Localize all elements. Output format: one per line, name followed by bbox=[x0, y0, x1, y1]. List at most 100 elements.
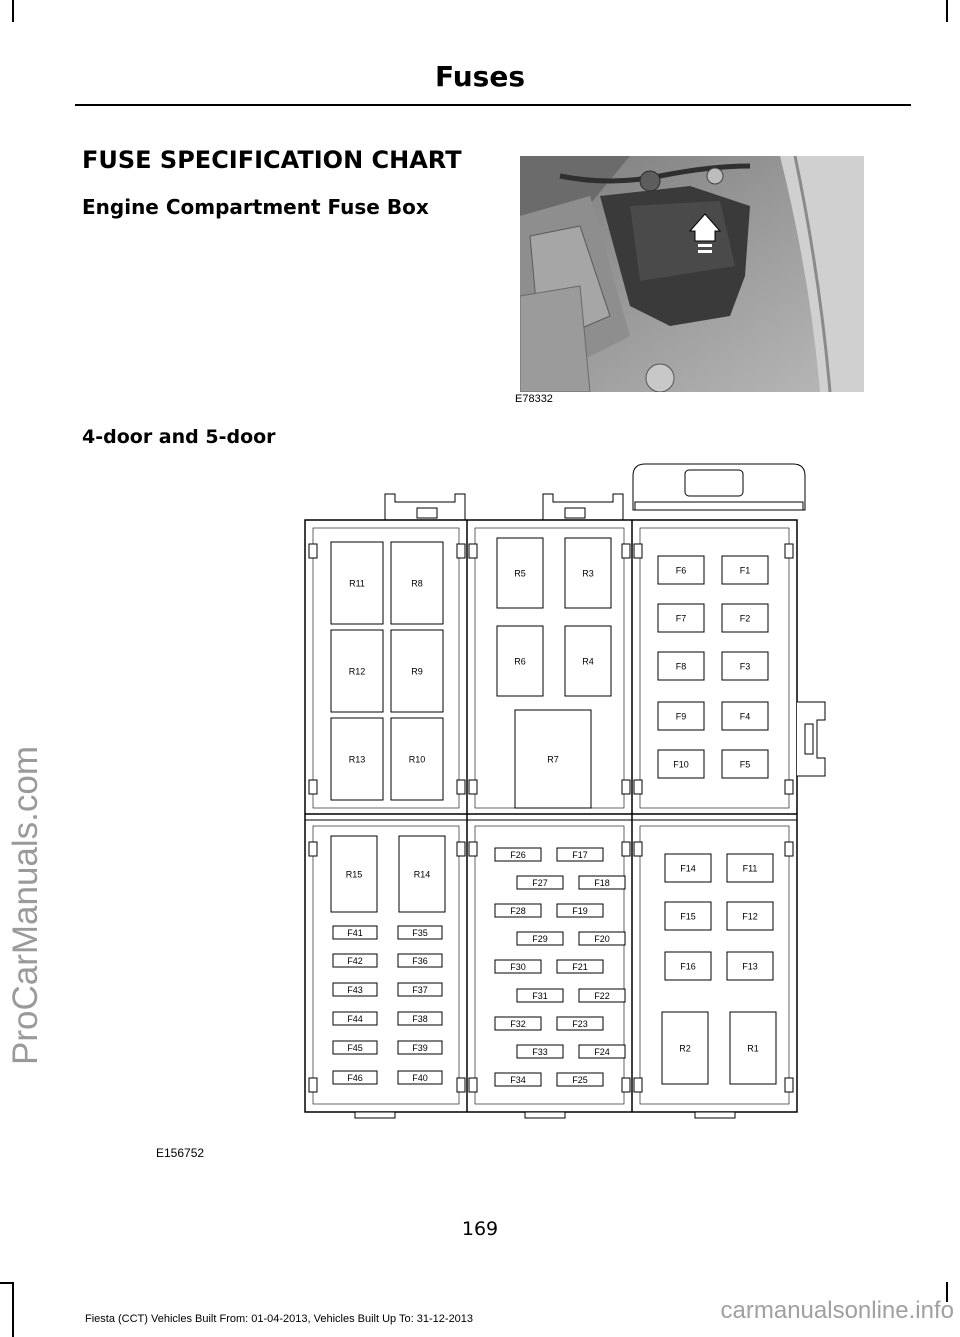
relay-label-r8: R8 bbox=[411, 579, 423, 589]
fuse-f38 bbox=[397, 1011, 443, 1026]
side-watermark: ProCarManuals.com bbox=[6, 746, 45, 1065]
fuse-label-f21: F21 bbox=[572, 962, 588, 972]
fuse-f4 bbox=[721, 701, 769, 731]
fuse-label-f35: F35 bbox=[412, 928, 428, 938]
fuse-f18 bbox=[578, 875, 626, 890]
engine-compartment-photo bbox=[520, 156, 864, 392]
fuse-label-f32: F32 bbox=[510, 1019, 526, 1029]
fuse-f19 bbox=[556, 903, 604, 918]
fuse-label-f22: F22 bbox=[594, 991, 610, 1001]
relay-r3 bbox=[564, 537, 612, 609]
fuse-f5 bbox=[721, 749, 769, 779]
fuse-f37 bbox=[397, 982, 443, 997]
relay-label-r13: R13 bbox=[349, 755, 366, 765]
fuse-f9 bbox=[657, 701, 705, 731]
relay-r15 bbox=[330, 835, 378, 913]
fuse-label-f19: F19 bbox=[572, 906, 588, 916]
crop-mark-top-left bbox=[12, 0, 14, 22]
fuse-label-f11: F11 bbox=[743, 864, 758, 874]
relay-label-r3: R3 bbox=[582, 569, 594, 579]
fuse-label-f31: F31 bbox=[532, 991, 548, 1001]
relay-r5 bbox=[496, 537, 544, 609]
fuse-label-f24: F24 bbox=[594, 1047, 610, 1057]
fuse-label-f3: F3 bbox=[740, 662, 751, 672]
fuse-f31 bbox=[516, 988, 564, 1003]
fuse-label-f14: F14 bbox=[680, 864, 696, 874]
fuse-label-f28: F28 bbox=[510, 906, 526, 916]
relay-label-r1: R1 bbox=[747, 1044, 759, 1054]
fuse-f28 bbox=[494, 903, 542, 918]
relay-r7 bbox=[514, 709, 592, 809]
relay-label-r2: R2 bbox=[679, 1044, 691, 1054]
relay-label-r9: R9 bbox=[411, 667, 423, 677]
fuse-label-f9: F9 bbox=[676, 712, 687, 722]
fuse-label-f7: F7 bbox=[676, 614, 687, 624]
fuse-label-f1: F1 bbox=[740, 566, 751, 576]
relay-r11 bbox=[330, 541, 384, 625]
fuse-label-f4: F4 bbox=[740, 712, 751, 722]
relay-label-r10: R10 bbox=[409, 755, 426, 765]
relay-r8 bbox=[390, 541, 444, 625]
fuse-label-f16: F16 bbox=[680, 962, 696, 972]
fuse-f32 bbox=[494, 1016, 542, 1031]
crop-mark-top-right bbox=[946, 0, 948, 22]
fuse-label-f18: F18 bbox=[594, 878, 610, 888]
relay-label-r14: R14 bbox=[414, 870, 431, 880]
fuse-f23 bbox=[556, 1016, 604, 1031]
fuse-f26 bbox=[494, 847, 542, 862]
fuse-label-f25: F25 bbox=[572, 1075, 588, 1085]
fuse-f42 bbox=[332, 953, 378, 968]
fuse-label-f46: F46 bbox=[347, 1073, 363, 1083]
fuse-f16 bbox=[664, 951, 712, 981]
footer-text: Fiesta (CCT) Vehicles Built From: 01-04-… bbox=[85, 1313, 474, 1325]
fuse-label-f26: F26 bbox=[510, 850, 526, 860]
subsection-title: Engine Compartment Fuse Box bbox=[82, 195, 429, 219]
fuse-label-f5: F5 bbox=[740, 760, 751, 770]
fuse-f10 bbox=[657, 749, 705, 779]
fuse-label-f42: F42 bbox=[347, 956, 363, 966]
page-header-title: Fuses bbox=[435, 60, 525, 93]
fuse-f40 bbox=[397, 1070, 443, 1085]
fuse-f22 bbox=[578, 988, 626, 1003]
fuse-label-f39: F39 bbox=[412, 1043, 428, 1053]
fuse-label-f37: F37 bbox=[412, 985, 428, 995]
relay-r12 bbox=[330, 629, 384, 713]
fuse-f30 bbox=[494, 959, 542, 974]
fuse-label-f15: F15 bbox=[680, 912, 696, 922]
fuse-f45 bbox=[332, 1040, 378, 1055]
fuse-label-f29: F29 bbox=[532, 934, 548, 944]
fuse-f27 bbox=[516, 875, 564, 890]
relay-label-r15: R15 bbox=[346, 870, 363, 880]
fuse-f33 bbox=[516, 1044, 564, 1059]
relay-label-r6: R6 bbox=[514, 657, 526, 667]
fuse-f7 bbox=[657, 603, 705, 633]
fuse-label-f30: F30 bbox=[510, 962, 526, 972]
diagram-figure-code: E156752 bbox=[156, 1146, 205, 1160]
relay-label-r7: R7 bbox=[547, 755, 559, 765]
fuse-f3 bbox=[721, 651, 769, 681]
fuse-f34 bbox=[494, 1072, 542, 1087]
fuse-f39 bbox=[397, 1040, 443, 1055]
relay-r14 bbox=[398, 835, 446, 913]
crop-mark-bottom-left-h bbox=[0, 1282, 14, 1284]
relay-label-r11: R11 bbox=[349, 579, 365, 589]
relay-r13 bbox=[330, 717, 384, 801]
relay-label-r5: R5 bbox=[514, 569, 526, 579]
relay-label-r12: R12 bbox=[349, 667, 366, 677]
variant-title: 4-door and 5-door bbox=[82, 426, 276, 448]
fuse-label-f40: F40 bbox=[412, 1073, 428, 1083]
fuse-f36 bbox=[397, 953, 443, 968]
crop-mark-bottom-left bbox=[12, 1282, 14, 1337]
fuse-f24 bbox=[578, 1044, 626, 1059]
fuse-f12 bbox=[726, 901, 774, 931]
fuse-f20 bbox=[578, 931, 626, 946]
fuse-f35 bbox=[397, 925, 443, 940]
fuse-f41 bbox=[332, 925, 378, 940]
fuse-f25 bbox=[556, 1072, 604, 1087]
fuse-f15 bbox=[664, 901, 712, 931]
fuse-label-f33: F33 bbox=[532, 1047, 548, 1057]
fuse-label-f41: F41 bbox=[347, 928, 363, 938]
fuse-label-f2: F2 bbox=[740, 614, 751, 624]
header-divider bbox=[75, 104, 911, 106]
